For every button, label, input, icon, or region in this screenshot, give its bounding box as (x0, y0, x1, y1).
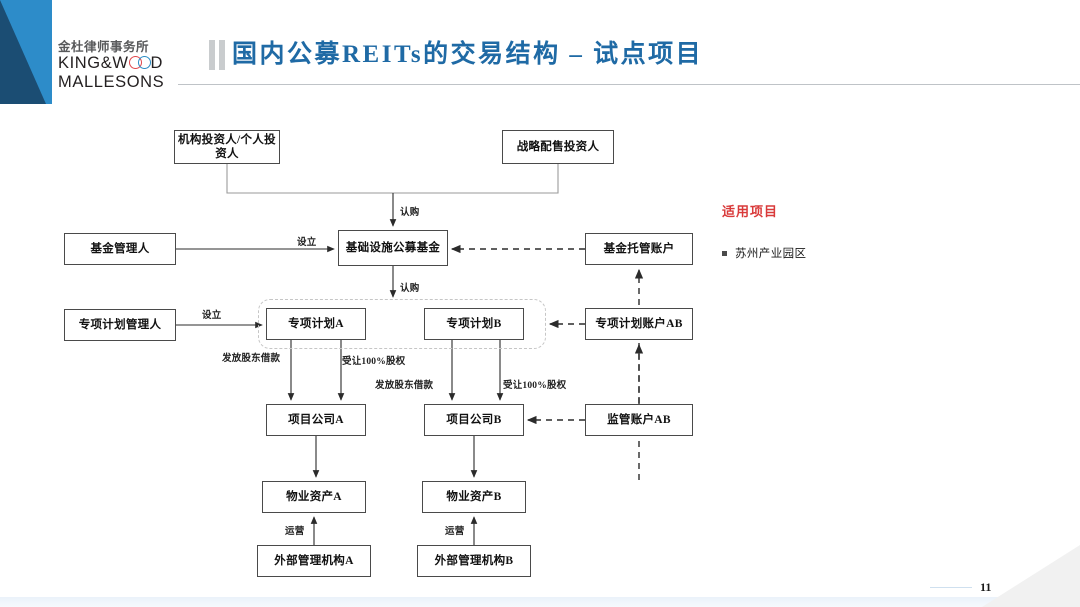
brand-en-suffix: D (150, 54, 164, 73)
header-divider (178, 84, 1080, 85)
page-title: 国内公募REITs的交易结构 – 试点项目 (232, 41, 704, 68)
node-plan_manager: 专项计划管理人 (64, 309, 176, 341)
node-fund_manager: 基金管理人 (64, 233, 176, 265)
node-fund_custody: 基金托管账户 (585, 233, 693, 265)
node-ext_mgr_b: 外部管理机构B (417, 545, 531, 577)
footer-band (0, 597, 1080, 607)
node-plan_a: 专项计划A (266, 308, 366, 340)
node-strategic: 战略配售投资人 (502, 130, 614, 164)
special-plan-group (258, 299, 546, 349)
node-plan_account: 专项计划账户AB (585, 308, 693, 340)
page-number: 11 (980, 580, 992, 594)
edge-label-equity_a: 受让100%股权 (342, 357, 406, 367)
footer-rule (930, 586, 972, 588)
edge-label-operate_a: 运营 (285, 527, 305, 537)
accent-bar-1 (209, 40, 215, 70)
title-accent-bars (209, 40, 225, 70)
accent-bar-2 (219, 40, 225, 70)
node-asset_a: 物业资产A (262, 481, 366, 513)
node-asset_b: 物业资产B (422, 481, 526, 513)
node-public_fund: 基础设施公募基金 (338, 230, 448, 266)
edge-label-operate_b: 运营 (445, 527, 465, 537)
edge-label-loan_b: 发放股东借款 (375, 381, 434, 391)
edge-label-setup_fund: 设立 (297, 238, 317, 248)
brand-name-cn: 金杜律师事务所 (58, 40, 150, 54)
brand-en-prefix: KING&W (58, 54, 129, 73)
node-reg_account: 监管账户AB (585, 404, 693, 436)
edge-label-loan_a: 发放股东借款 (222, 354, 281, 364)
applicable-projects-list: 苏州产业园区 (722, 245, 806, 261)
node-plan_b: 专项计划B (424, 308, 524, 340)
list-item-label: 苏州产业园区 (735, 248, 807, 260)
bullet-icon (722, 250, 727, 256)
kwm-logo-text: 金杜律师事务所 KING&W D MALLESONS (58, 40, 178, 91)
node-project_a: 项目公司A (266, 404, 366, 436)
edge-label-setup_plan: 设立 (202, 311, 222, 321)
edge-label-subscribe_plan: 认购 (400, 284, 420, 294)
node-inst_investor: 机构投资人/个人投资人 (174, 130, 280, 164)
brand-name-en-line1: KING&W D (58, 54, 178, 72)
brand-name-en-line2: MALLESONS (58, 72, 165, 91)
ring-blue-icon (137, 56, 151, 70)
node-ext_mgr_a: 外部管理机构A (257, 545, 371, 577)
kwm-logo-mark (0, 0, 52, 104)
node-project_b: 项目公司B (424, 404, 524, 436)
edge-label-equity_b: 受让100%股权 (503, 381, 567, 391)
edge-label-subscribe_fund: 认购 (400, 208, 420, 218)
corner-wedge-decoration (960, 545, 1080, 607)
brand-oo-rings (128, 54, 151, 72)
applicable-projects-title: 适用项目 (722, 204, 779, 219)
list-item: 苏州产业园区 (722, 245, 806, 261)
